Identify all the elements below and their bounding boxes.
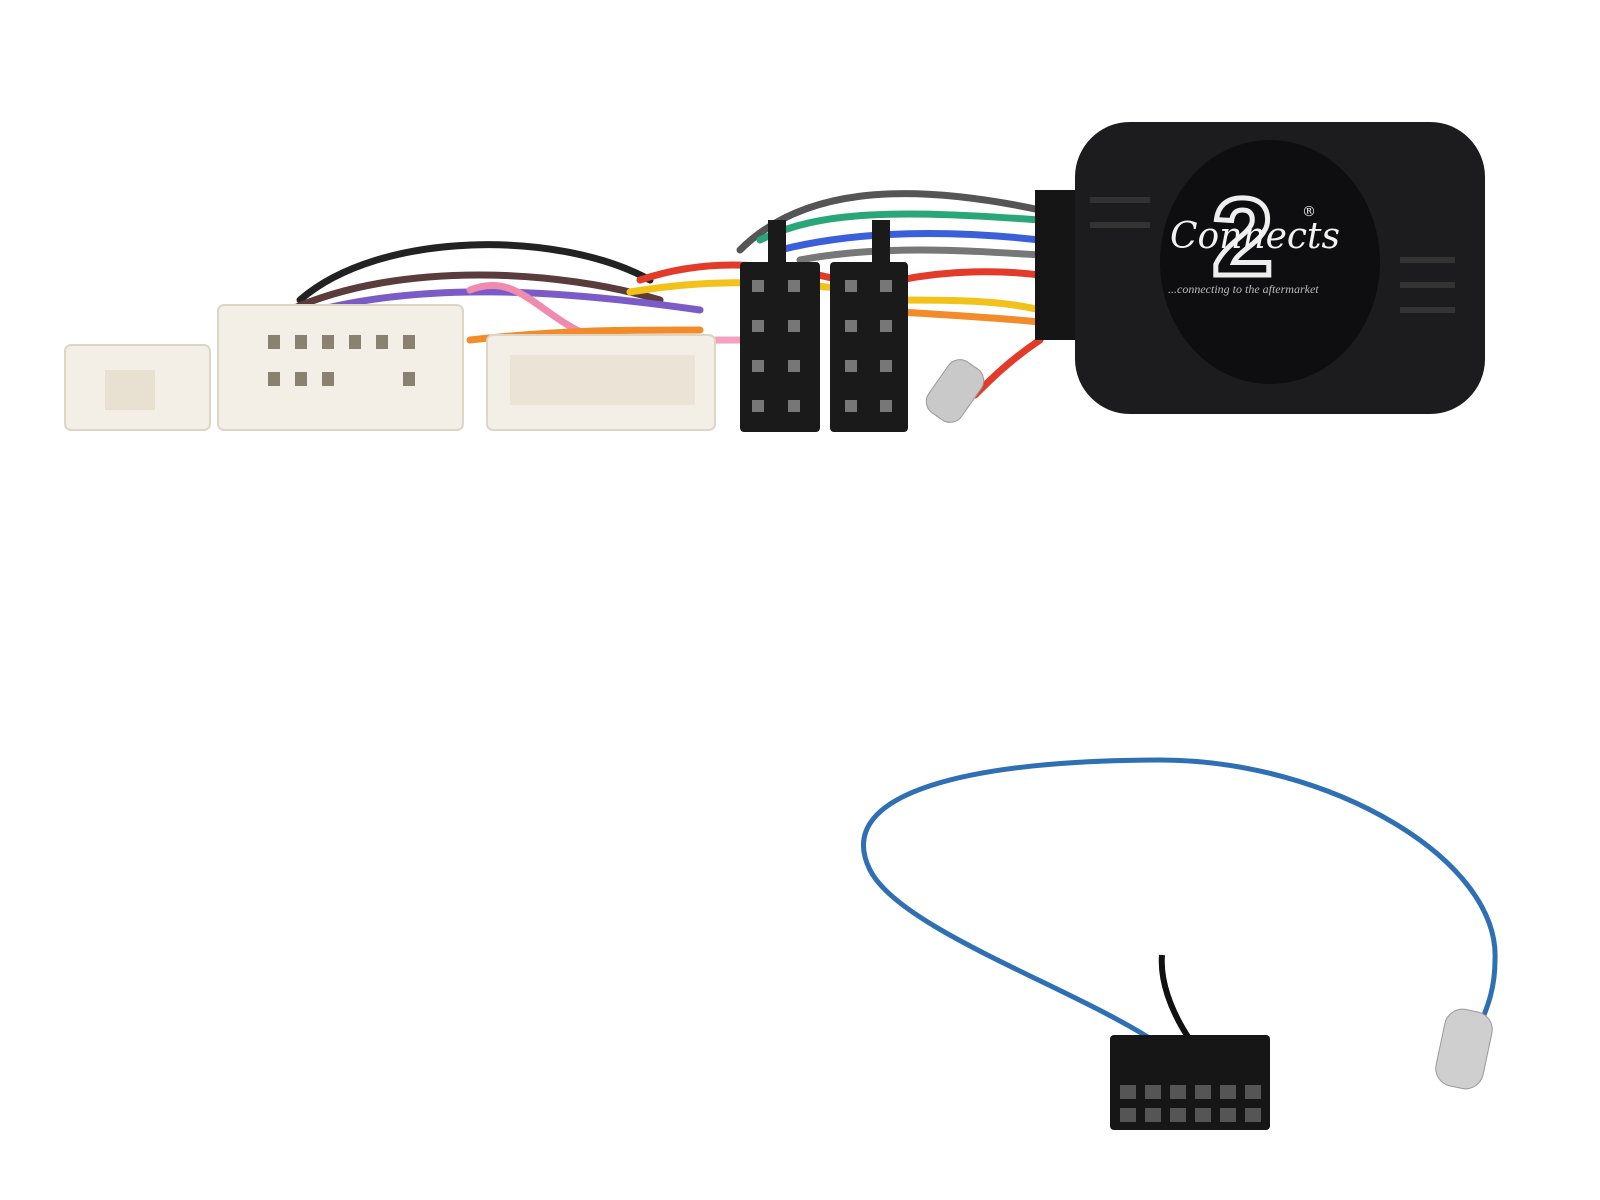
medium-white-connector xyxy=(486,334,716,431)
svg-text:®: ® xyxy=(1302,204,1316,220)
antenna-plug xyxy=(925,359,985,423)
iso-connector-pair xyxy=(740,220,908,432)
svg-text:...connecting to the aftermark: ...connecting to the aftermarket xyxy=(1168,282,1319,296)
interface-box: 2 Connects ® ...connecting to the afterm… xyxy=(1035,122,1485,414)
brand-logo: 2 Connects ® ...connecting to the afterm… xyxy=(1168,174,1340,302)
large-white-connector xyxy=(217,304,464,431)
patch-lead xyxy=(861,757,1498,1130)
svg-text:2: 2 xyxy=(1212,176,1273,299)
small-white-connector xyxy=(64,344,211,431)
svg-text:Connects: Connects xyxy=(1170,216,1340,257)
